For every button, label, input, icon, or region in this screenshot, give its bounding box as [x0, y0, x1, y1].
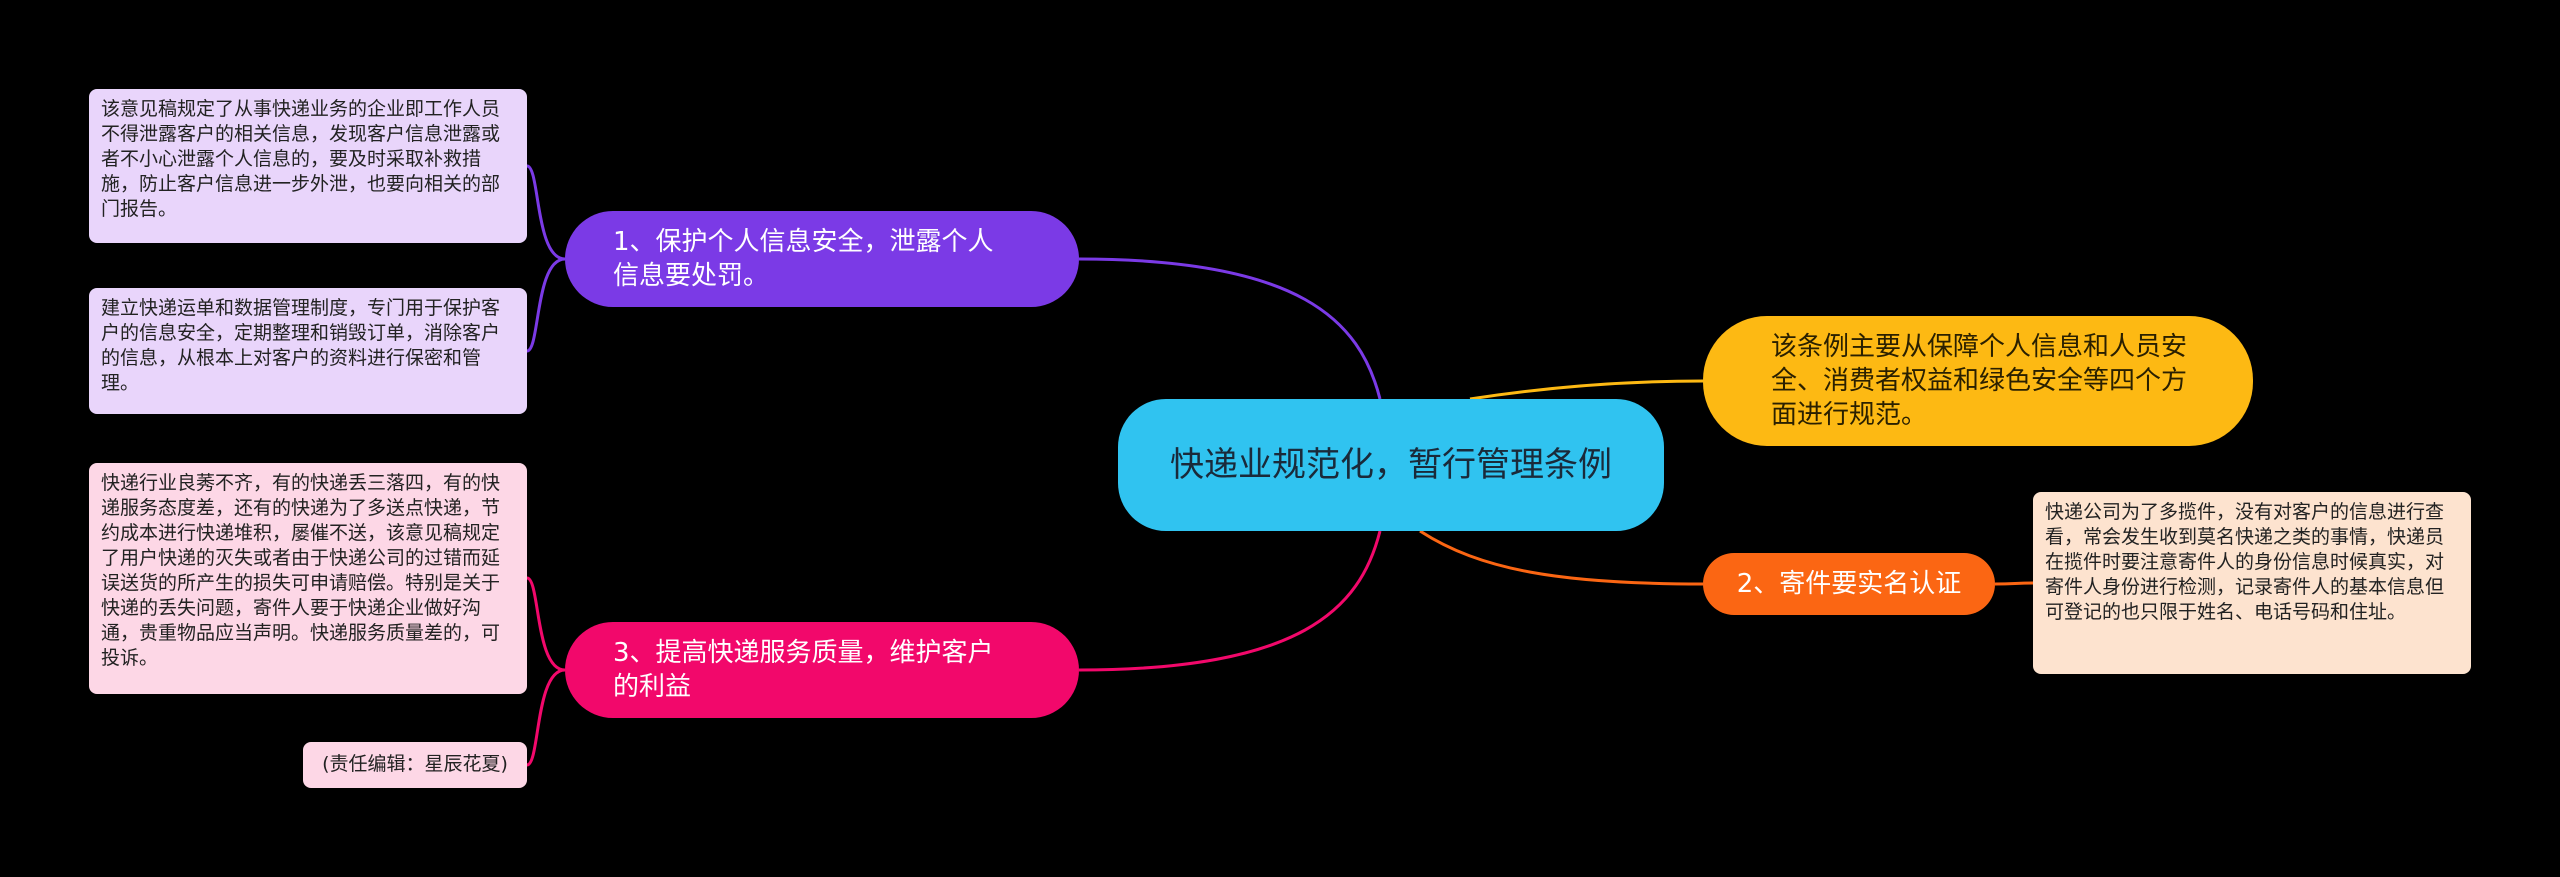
link-b3-note1 [526, 576, 566, 672]
branch-summary-label: 该条例主要从保障个人信息和人员安全、消费者权益和绿色安全等四个方面进行规范。 [1771, 332, 2188, 430]
branch-service-quality-label: 3、提高快递服务质量，维护客户的利益 [613, 638, 994, 702]
branch-real-name[interactable]: 2、寄件要实名认证 [1703, 553, 1995, 615]
link-central-br2 [1419, 529, 1704, 586]
branch-privacy-label: 1、保护个人信息安全，泄露个人信息要处罚。 [613, 227, 994, 291]
note-real-name[interactable]: 快递公司为了多揽件，没有对客户的信息进行查看，常会发生收到莫名快递之类的事情，快… [2033, 492, 2471, 674]
link-central-b1 [1078, 257, 1382, 400]
note-data-management[interactable]: 建立快递运单和数据管理制度，专门用于保护客户的信息安全，定期整理和销毁订单，消除… [89, 288, 527, 414]
link-br2-note [1994, 581, 2034, 586]
central-topic[interactable]: 快递业规范化，暂行管理条例 [1118, 399, 1664, 531]
branch-service-quality[interactable]: 3、提高快递服务质量，维护客户的利益 [565, 622, 1079, 718]
link-b3-note2 [526, 668, 566, 767]
branch-real-name-label: 2、寄件要实名认证 [1736, 569, 1962, 599]
link-b1-note1 [526, 164, 566, 261]
note-privacy-leak[interactable]: 该意见稿规定了从事快递业务的企业即工作人员不得泄露客户的相关信息，发现客户信息泄… [89, 89, 527, 243]
link-central-br1 [1469, 379, 1704, 401]
branch-summary[interactable]: 该条例主要从保障个人信息和人员安全、消费者权益和绿色安全等四个方面进行规范。 [1703, 316, 2253, 446]
note-editor[interactable]: (责任编辑：星辰花夏) [303, 742, 527, 788]
central-topic-label: 快递业规范化，暂行管理条例 [1170, 445, 1612, 485]
branch-privacy[interactable]: 1、保护个人信息安全，泄露个人信息要处罚。 [565, 211, 1079, 307]
link-b1-note2 [526, 257, 566, 353]
link-central-b3 [1078, 530, 1382, 672]
note-service-quality[interactable]: 快递行业良莠不齐，有的快递丢三落四，有的快递服务态度差，还有的快递为了多送点快递… [89, 463, 527, 694]
